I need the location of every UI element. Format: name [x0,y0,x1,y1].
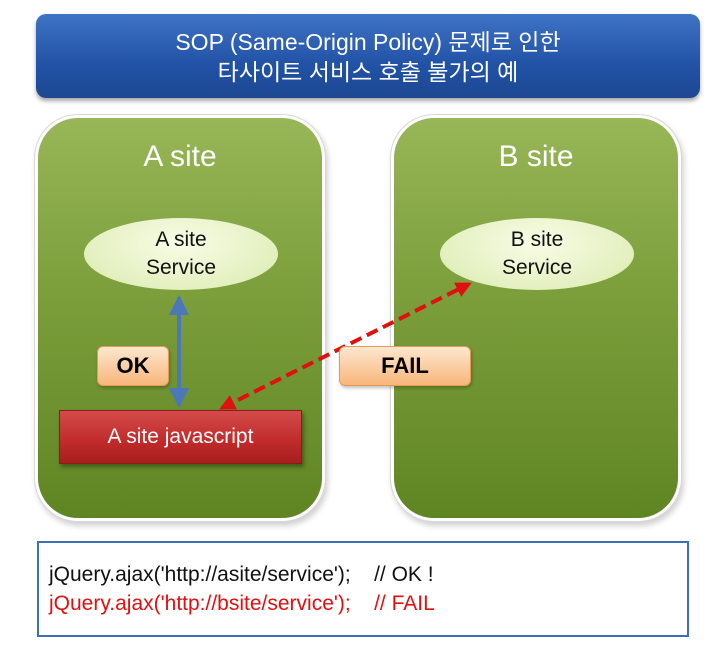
site-b-service-line2: Service [501,256,573,279]
site-b-service: B site Service [440,218,634,290]
title-line-1: SOP (Same-Origin Policy) 문제로 인한 [175,29,561,55]
fail-label: FAIL [339,346,471,386]
code-line-fail: jQuery.ajax('http://bsite/service'); // … [49,592,435,615]
site-a-javascript-box: A site javascript [59,410,302,464]
ok-label: OK [97,346,169,386]
title-banner: SOP (Same-Origin Policy) 문제로 인한 타사이트 서비스… [36,14,700,98]
site-b-service-line1: B site [510,228,564,251]
site-b-title: B site [498,140,574,173]
site-a-service: A site Service [84,218,278,290]
code-line-ok: jQuery.ajax('http://asite/service'); // … [49,563,434,586]
code-example-box: jQuery.ajax('http://asite/service'); // … [37,541,689,637]
fail-double-arrow [219,282,472,410]
site-a-title: A site [143,140,217,173]
title-line-2: 타사이트 서비스 호출 불가의 예 [217,59,519,85]
site-a-service-line1: A site [155,228,207,251]
site-a-service-line2: Service [145,256,217,279]
